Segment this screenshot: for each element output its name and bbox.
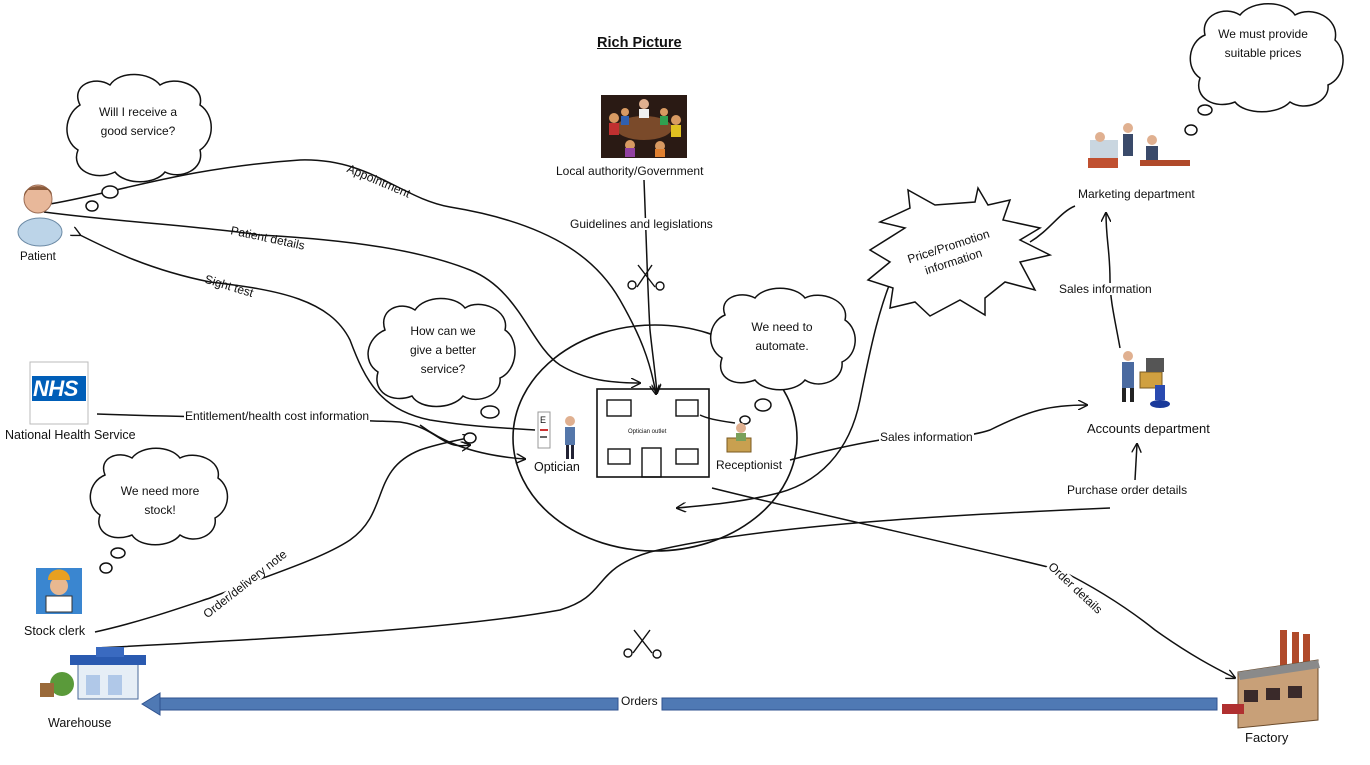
- orders-flow-label: Orders: [620, 694, 659, 708]
- marketing-department-label: Marketing department: [1078, 187, 1195, 201]
- receptionist-figure-icon: [726, 423, 752, 453]
- stock-clerk-icon: [36, 568, 82, 614]
- thought-clouds: [66, 3, 1344, 574]
- factory-label: Factory: [1245, 730, 1289, 745]
- patient-details-flow: [43, 211, 640, 383]
- order-delivery-flow: [94, 437, 472, 633]
- receptionist-bubble-line: [699, 414, 736, 424]
- optician-label: Optician: [534, 460, 580, 474]
- optician-thought-text: How can we give a better service?: [409, 324, 477, 376]
- patient-thought-text: Will I receive a good service?: [98, 105, 178, 138]
- price-promotion-flow: [677, 259, 901, 508]
- entitlement-flow-branch: [419, 424, 525, 459]
- patient-label: Patient: [20, 251, 56, 263]
- conflict-scissors-icon-top: [627, 264, 665, 291]
- conflict-scissors-icon-bottom: [623, 629, 662, 659]
- stock-clerk-thought-text: We need more stock!: [120, 484, 200, 517]
- guidelines-flow-label: Guidelines and legislations: [569, 217, 714, 231]
- receptionist-thought-cloud: [709, 287, 856, 391]
- marketing-thought-text: We must provide suitable prices: [1218, 27, 1308, 60]
- factory-icon: [1222, 630, 1320, 729]
- accounts-department-label: Accounts department: [1087, 421, 1210, 436]
- purchase-order-flow: [1135, 444, 1137, 481]
- marketing-department-icon: [1088, 123, 1190, 168]
- nhs-label: National Health Service: [5, 428, 136, 442]
- optician-thought-cloud: [367, 297, 516, 408]
- svg-text:E: E: [540, 415, 546, 425]
- order-details-flow: [711, 487, 1235, 678]
- accounts-department-icon: [1122, 351, 1170, 408]
- local-authority-meeting-icon: [601, 95, 687, 158]
- receptionist-label: Receptionist: [716, 458, 783, 472]
- entitlement-flow-label: Entitlement/health cost information: [184, 409, 371, 423]
- nhs-logo-text: NHS: [33, 376, 78, 401]
- appointment-flow: [44, 159, 656, 394]
- receptionist-thought-text: We need to automate.: [751, 320, 813, 353]
- patient-thought-cloud: [66, 73, 212, 183]
- optician-figure-icon: E: [537, 411, 575, 459]
- warehouse-purchase-line: [96, 507, 1111, 649]
- local-authority-label: Local authority/Government: [556, 164, 704, 178]
- sales-info-accounts-label: Sales information: [879, 430, 974, 444]
- stock-clerk-label: Stock clerk: [24, 624, 86, 638]
- orders-arrow: [141, 692, 1218, 716]
- patient-icon: [17, 184, 63, 247]
- price-to-marketing-line: [1029, 205, 1076, 243]
- diagram-title: Rich Picture: [597, 35, 682, 51]
- price-promotion-starburst: [866, 185, 1053, 317]
- warehouse-label: Warehouse: [48, 716, 112, 730]
- warehouse-icon: [40, 647, 146, 700]
- optician-outlet-label: Optician outlet: [628, 429, 667, 435]
- sight-test-flow: [80, 235, 536, 431]
- purchase-order-flow-label: Purchase order details: [1066, 483, 1189, 497]
- nhs-logo-icon: [29, 361, 89, 425]
- sales-info-marketing-label: Sales information: [1058, 282, 1153, 296]
- sales-info-marketing-flow: [1106, 213, 1121, 349]
- stock-clerk-thought-cloud: [89, 447, 229, 546]
- marketing-thought-cloud: [1189, 3, 1344, 113]
